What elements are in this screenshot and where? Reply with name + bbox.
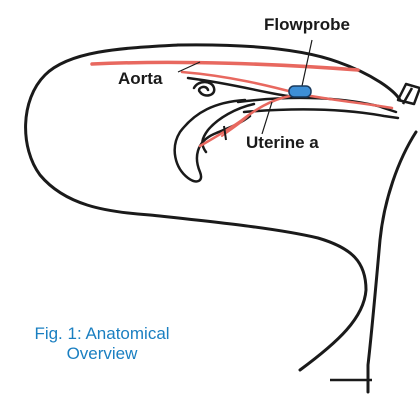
rear-leg-outline: [368, 132, 416, 392]
tail-root: [398, 84, 420, 104]
uterus-outline: [175, 100, 250, 181]
flowprobe-leader: [302, 40, 312, 86]
uterine-label: Uterine a: [246, 134, 319, 151]
flowprobe-label: Flowprobe: [264, 16, 350, 33]
flowprobe-device: [289, 86, 311, 97]
body-outline: [26, 45, 366, 370]
caption-line-2: Overview: [0, 344, 212, 364]
caption-line-1: Fig. 1: Anatomical: [0, 324, 212, 344]
aorta-label: Aorta: [118, 70, 162, 87]
figure-caption: Fig. 1: Anatomical Overview: [0, 324, 212, 365]
kidney-shape: [194, 82, 214, 95]
